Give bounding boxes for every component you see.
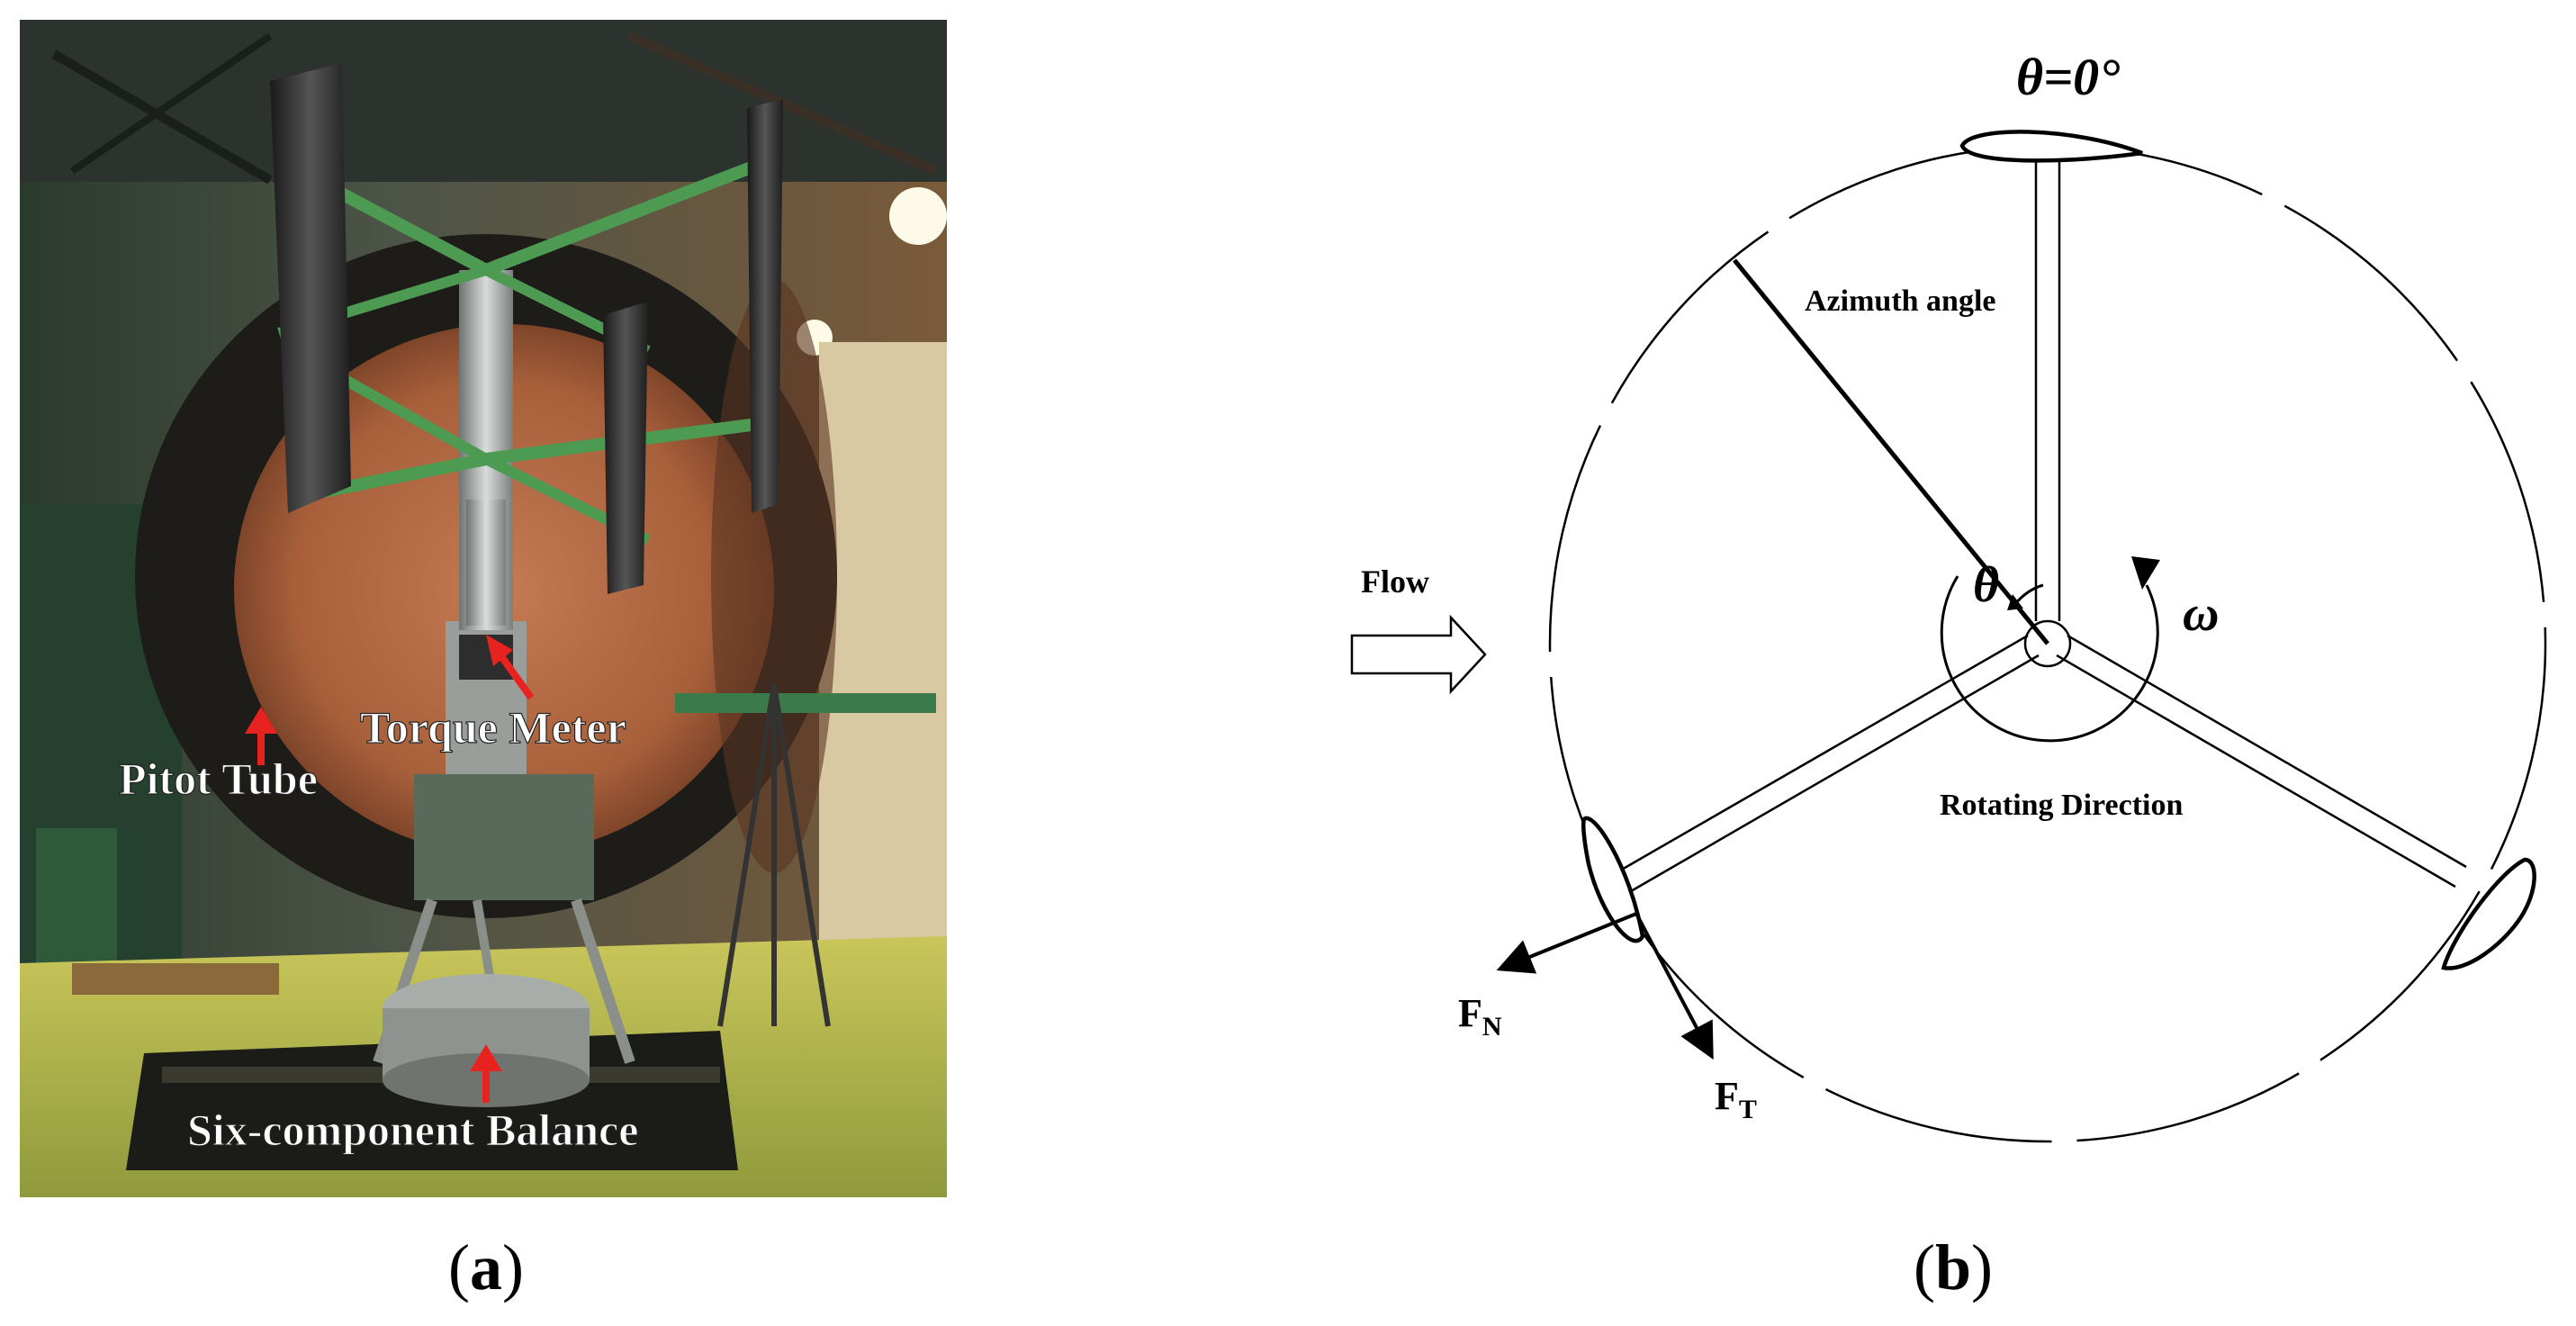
red-arrow-pitot: [245, 707, 277, 765]
caption-b: (b): [1914, 1231, 1993, 1303]
pitot-tube-label: Pitot Tube: [119, 753, 318, 804]
panel-a-photo: Torque Meter Pitot Tube Six-component Ba…: [20, 20, 947, 1197]
rotating-direction-label: Rotating Direction: [1940, 789, 2183, 822]
omega-arrowhead: [2131, 556, 2160, 590]
blade-left: [1581, 816, 1645, 943]
caption-a: (a): [448, 1231, 524, 1303]
panel-b-diagram: [1350, 130, 2547, 1143]
torque-meter-label: Torque Meter: [360, 702, 626, 753]
theta-zero-label: θ=0°: [2016, 48, 2120, 106]
fn-arrow: [1496, 912, 1637, 974]
azimuth-angle-label: Azimuth angle: [1805, 284, 1996, 318]
omega-label: ω: [2183, 586, 2220, 642]
theta-label: θ: [1973, 557, 1999, 613]
balance-label: Six-component Balance: [187, 1105, 638, 1155]
ft-label: FT: [1715, 1074, 1757, 1124]
rotation-arc: [1940, 575, 2159, 743]
ft-arrow: [1635, 913, 1714, 1060]
azimuth-line: [1733, 258, 2049, 645]
flow-label: Flow: [1361, 564, 1429, 600]
red-arrow-balance: [470, 1044, 502, 1103]
flow-arrow: [1350, 614, 1487, 695]
blade-top: [1959, 130, 2143, 163]
fn-label: FN: [1458, 991, 1502, 1042]
blade-right: [2441, 857, 2536, 970]
red-arrow-torque: [486, 635, 535, 700]
theta-arc: [2013, 583, 2044, 606]
